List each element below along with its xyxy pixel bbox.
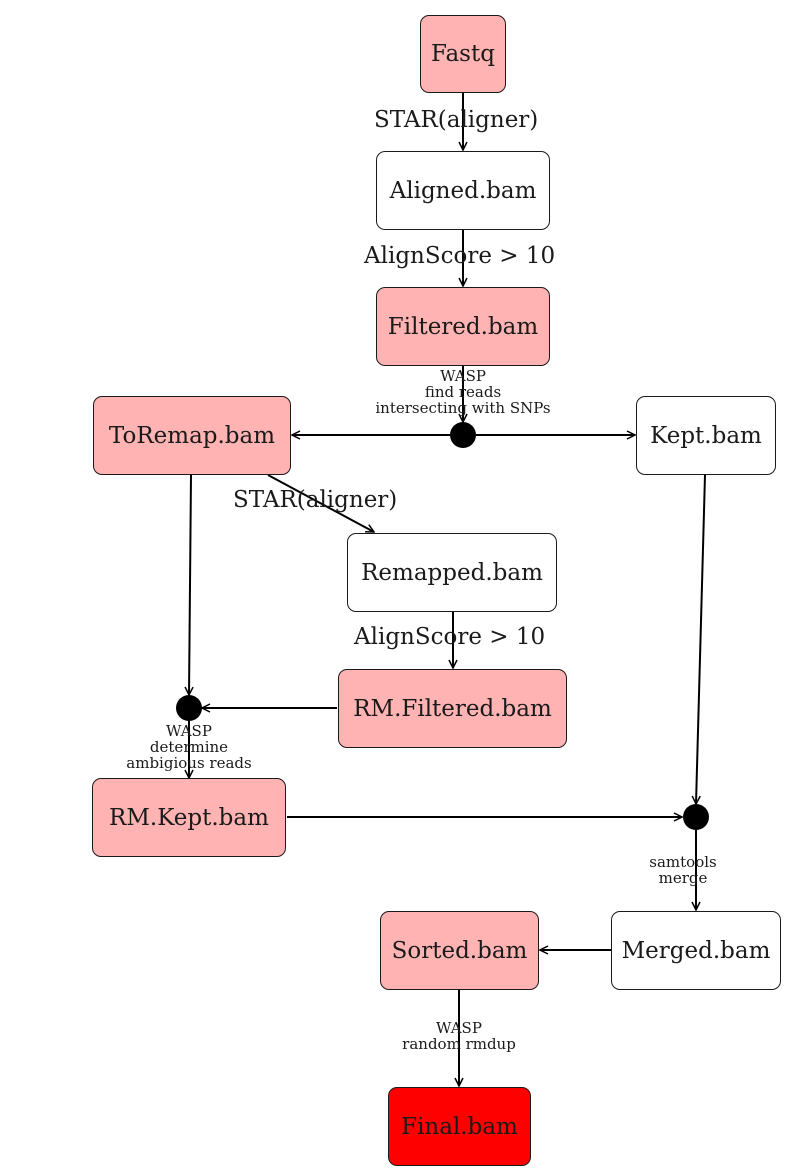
label-line: find reads [424,383,502,401]
edge-toremap-junction [189,474,191,695]
edge-label-wasp-find-reads: WASP find reads intersecting with SNPs [375,368,550,416]
junction-dot-merge [683,804,709,830]
node-kept-bam: Kept.bam [636,396,776,475]
node-rm-kept-bam: RM.Kept.bam [92,778,286,857]
node-sorted-bam: Sorted.bam [380,911,539,990]
label-line: WASP [166,722,212,740]
node-fastq: Fastq [420,15,506,93]
label-line: ambigious reads [126,754,252,772]
edge-label-wasp-rmdup: WASP random rmdup [402,1020,516,1052]
label-line: WASP [436,1019,482,1037]
node-merged-bam: Merged.bam [611,911,781,990]
label-line: determine [149,738,229,756]
label-line: merge [658,869,708,887]
node-rm-filtered-bam: RM.Filtered.bam [338,669,567,748]
edge-label-star-aligner-1: STAR(aligner) [374,107,539,133]
label-line: intersecting with SNPs [375,399,551,417]
edge-label-star-aligner-2: STAR(aligner) [233,487,398,513]
node-toremap-bam: ToRemap.bam [93,396,291,475]
junction-dot-wasp-find [450,422,476,448]
junction-dot-wasp-determine [176,695,202,721]
node-filtered-bam: Filtered.bam [376,287,550,366]
edge-label-samtools-merge: samtools merge [649,854,716,886]
node-final-bam: Final.bam [388,1087,531,1166]
edge-kept-merge [696,474,706,804]
node-aligned-bam: Aligned.bam [376,151,550,230]
edge-label-alignscore-1: AlignScore > 10 [364,243,556,269]
label-line: WASP [440,367,486,385]
label-line: samtools [649,853,717,871]
label-line: random rmdup [402,1035,516,1053]
edge-toremap-remapped [267,474,374,533]
edge-label-alignscore-2: AlignScore > 10 [354,624,546,650]
edge-label-wasp-determine: WASP determine ambigious reads [126,723,251,771]
node-remapped-bam: Remapped.bam [347,533,557,612]
